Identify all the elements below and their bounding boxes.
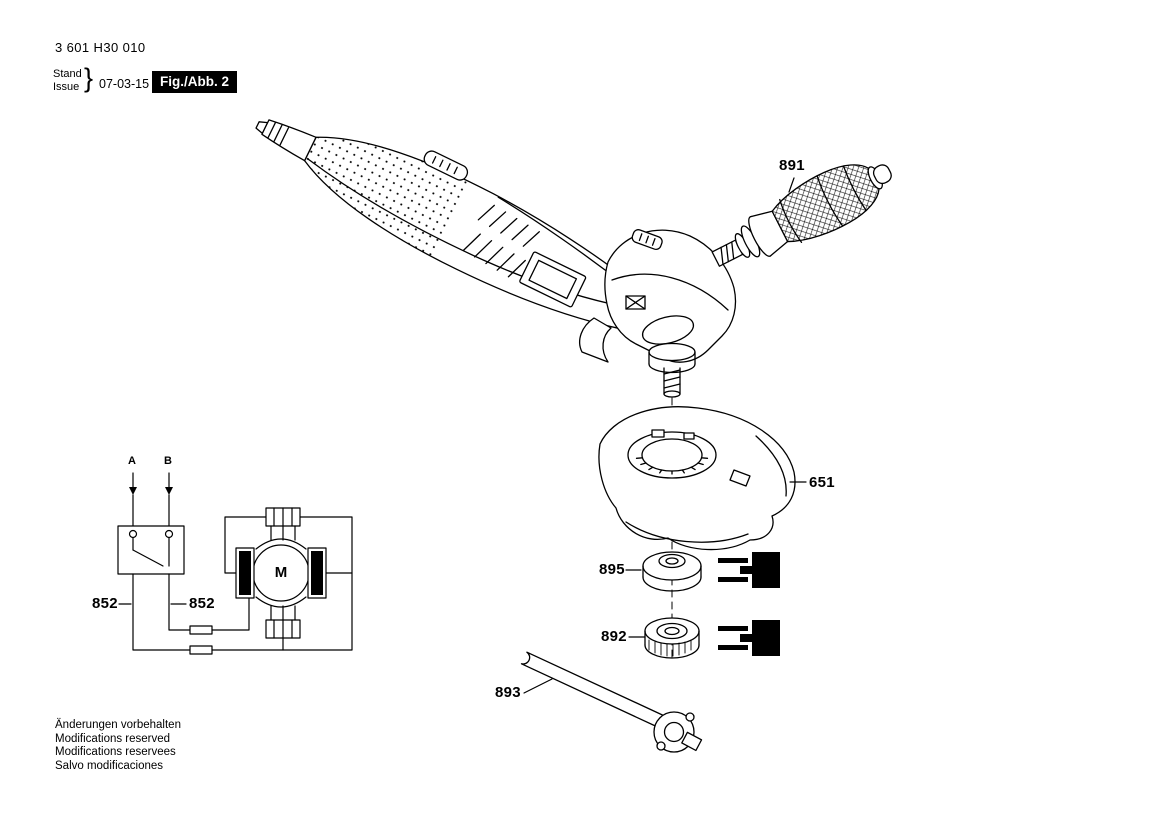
terminal-a-label: A: [128, 455, 136, 467]
part-label-backing-flange: 895: [599, 561, 625, 578]
part-label-carbon-brush-left: 852: [92, 595, 118, 612]
clamp-section-symbol-bottom: [717, 619, 781, 657]
motor-letter: M: [274, 564, 288, 581]
part-label-side-handle: 891: [779, 157, 805, 174]
issue-date: 07-03-15: [99, 77, 150, 91]
stand-label: Stand: [53, 68, 82, 80]
part-label-wheel-guard: 651: [809, 474, 835, 491]
part-label-carbon-brush-right: 852: [189, 595, 215, 612]
field-coil-top: [255, 507, 307, 550]
wiring-diagram: [117, 472, 353, 655]
part-label-clamping-nut: 892: [601, 628, 627, 645]
leader-lines: [523, 177, 807, 694]
stand-issue-block: Stand Issue: [53, 68, 82, 94]
footer-line-de: Änderungen vorbehalten: [55, 719, 181, 731]
issue-label: Issue: [53, 81, 80, 93]
terminal-a-arrow: [129, 472, 137, 527]
field-coil-bottom: [255, 596, 307, 639]
part-number: 3 601 H30 010: [55, 40, 146, 55]
brace-glyph: }: [84, 63, 94, 93]
clamping-nut-drawing: [644, 617, 700, 659]
footer-line-es: Salvo modificaciones: [55, 759, 164, 772]
switch-block: [117, 525, 185, 575]
angle-grinder-drawing: [255, 119, 737, 398]
guard-drawing: [598, 406, 796, 551]
part-label-pin-wrench: 893: [495, 684, 521, 701]
terminal-b-label: B: [164, 455, 172, 467]
side-handle-drawing: [711, 164, 892, 267]
terminal-b-arrow: [165, 472, 173, 527]
spindle-drawing: [648, 342, 696, 398]
spindle-lock-button: [631, 229, 663, 251]
footer-line-fr: Modifications reservees: [55, 746, 176, 759]
carbon-brush-right-symbol: [307, 547, 327, 599]
clamp-section-symbol-top: [717, 551, 781, 589]
pin-wrench-drawing: [520, 651, 703, 753]
figure-label-badge: Fig./Abb. 2: [152, 71, 237, 93]
carbon-brush-left-symbol: [235, 547, 255, 599]
footer-notice: Änderungen vorbehalten Modifications res…: [55, 719, 181, 773]
flange-drawing: [642, 551, 702, 592]
footer-line-en: Modifications reserved: [55, 732, 171, 745]
